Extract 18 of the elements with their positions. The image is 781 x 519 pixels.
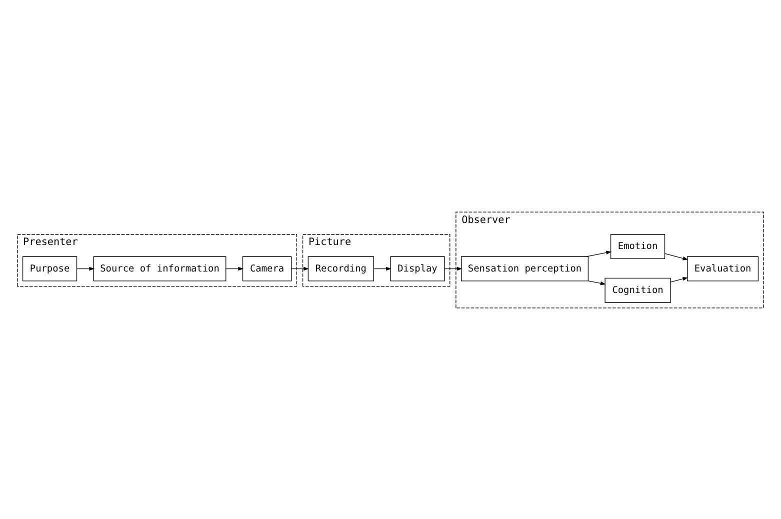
arrow xyxy=(226,266,244,270)
node-box: Evaluation xyxy=(687,256,759,281)
node-box: Camera xyxy=(242,256,292,281)
node-box: Source of information xyxy=(93,256,226,281)
node-box: Purpose xyxy=(22,256,78,281)
node-box: Cognition xyxy=(604,277,671,302)
arrow xyxy=(76,266,95,270)
arrow xyxy=(444,266,462,270)
node-box: Recording xyxy=(308,256,374,281)
arrow xyxy=(664,252,688,260)
node-box: Sensation perception xyxy=(461,256,589,281)
node-box: Emotion xyxy=(610,234,666,258)
arrow xyxy=(588,280,606,285)
arrow xyxy=(670,276,688,282)
arrow xyxy=(373,266,392,270)
node-box: Display xyxy=(390,256,445,281)
arrow xyxy=(586,250,612,256)
arrow xyxy=(291,266,310,270)
